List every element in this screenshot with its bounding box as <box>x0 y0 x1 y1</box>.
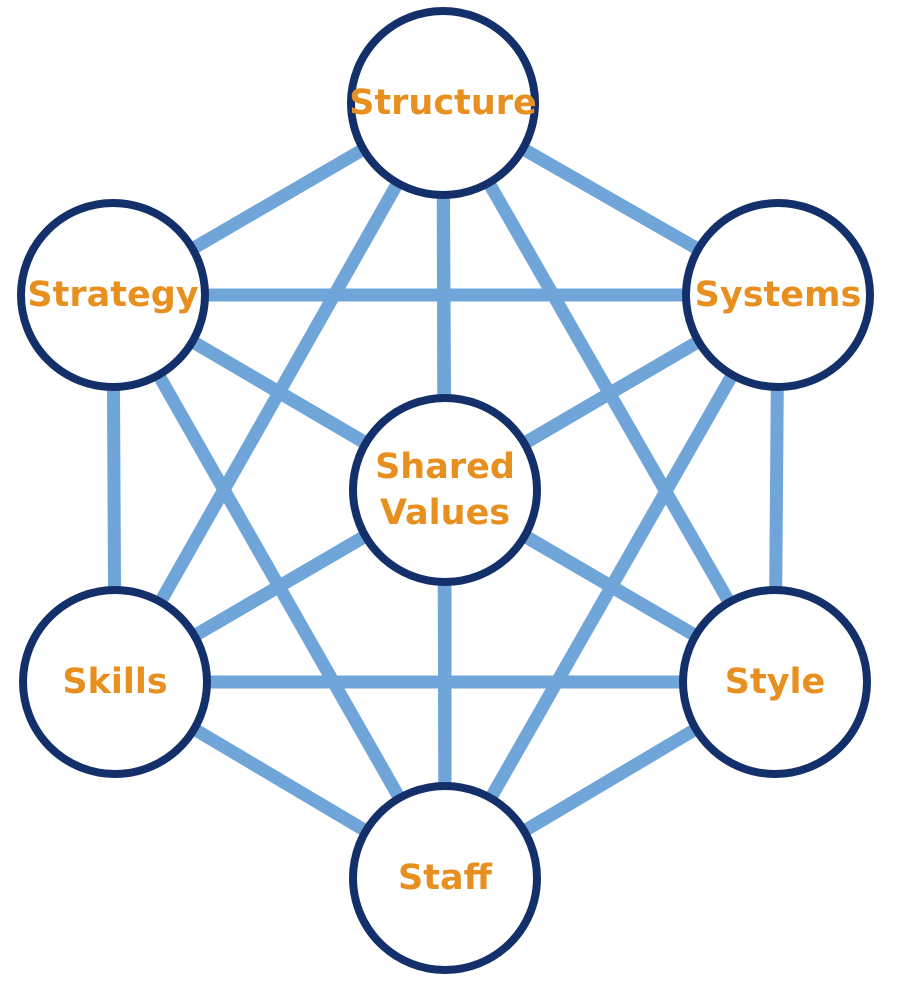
node-circle-structure <box>347 7 539 199</box>
node-label-style: Style <box>725 662 826 702</box>
node-circle-style <box>679 586 871 778</box>
node-label-systems: Systems <box>695 275 862 315</box>
node-label-structure: Structure <box>349 83 537 123</box>
node-circle-staff <box>349 782 541 974</box>
node-circle-skills <box>19 586 211 778</box>
node-circle-shared-values <box>349 394 541 586</box>
node-label-strategy: Strategy <box>27 275 198 315</box>
node-circle-strategy <box>17 199 209 391</box>
node-style: Style <box>679 586 871 778</box>
node-label-skills: Skills <box>62 662 167 702</box>
node-skills: Skills <box>19 586 211 778</box>
node-label-shared-values-line-2: Values <box>380 493 510 533</box>
node-structure: Structure <box>347 7 539 199</box>
node-staff: Staff <box>349 782 541 974</box>
node-circle-systems <box>682 199 874 391</box>
node-label-staff: Staff <box>398 858 493 898</box>
node-systems: Systems <box>682 199 874 391</box>
node-strategy: Strategy <box>17 199 209 391</box>
node-label-shared-values-line-1: Shared <box>375 447 515 487</box>
